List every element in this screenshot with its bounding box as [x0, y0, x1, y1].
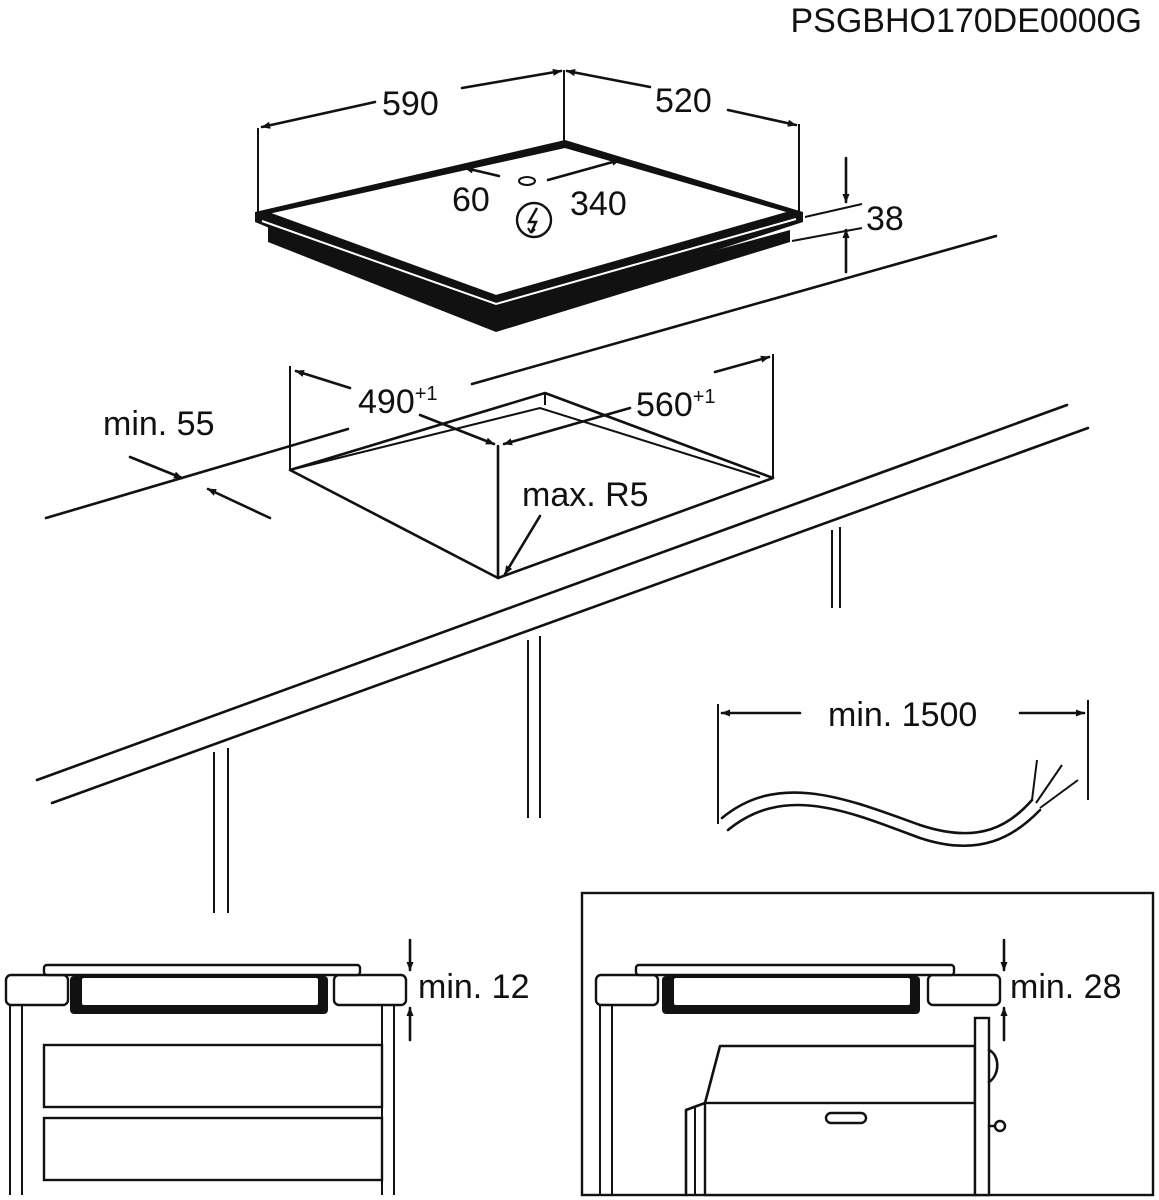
cutout-dimension-lines	[128, 354, 774, 576]
cable-drawing	[717, 700, 1089, 848]
cutout-depth-label: 490+1	[358, 383, 438, 421]
min-front-distance-label: min. 55	[103, 405, 215, 443]
hob-depth-label: 520	[655, 82, 712, 120]
install-left-drawing	[4, 938, 414, 1195]
cable-offset-side-label: 60	[452, 181, 490, 219]
max-radius-label: max. R5	[522, 476, 649, 514]
model-code: PSGBHO170DE0000G	[790, 2, 1142, 40]
hob-dimension-lines	[257, 68, 863, 274]
cutout-width-label: 560+1	[636, 386, 716, 424]
install-right-drawing	[580, 891, 1155, 1197]
hob-height-label: 38	[866, 200, 904, 238]
cable-offset-back-label: 340	[570, 185, 627, 223]
cable-min-length-label: min. 1500	[828, 696, 977, 734]
hob-width-label: 590	[382, 85, 439, 123]
countertop-drawing	[35, 234, 1090, 913]
hob-drawing	[255, 140, 803, 332]
electric-symbol-icon	[515, 201, 553, 239]
install-left-clearance-label: min. 12	[418, 968, 530, 1006]
install-right-clearance-label: min. 28	[1010, 968, 1122, 1006]
